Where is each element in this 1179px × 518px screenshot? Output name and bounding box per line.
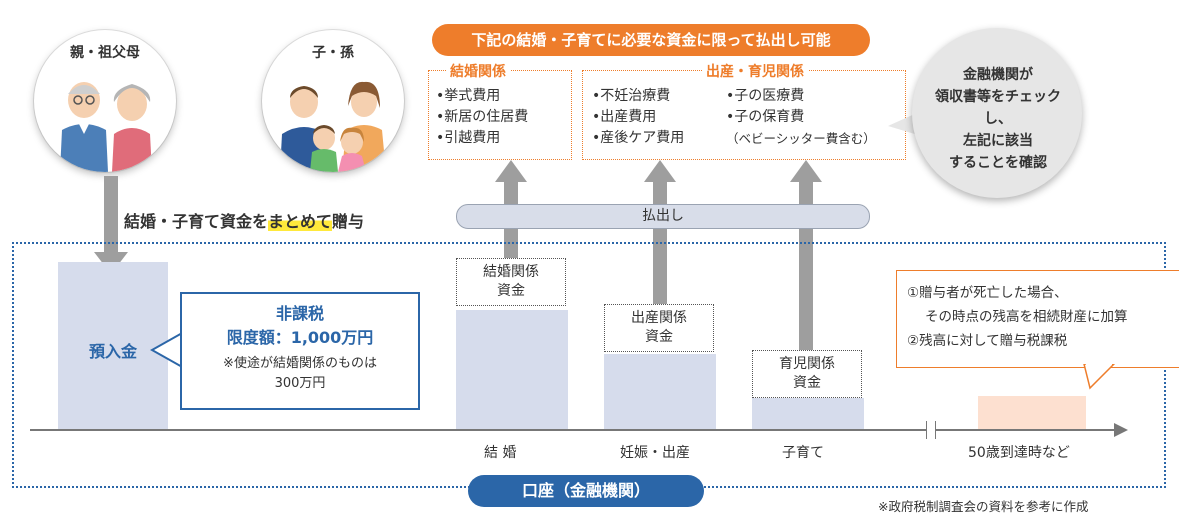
fund-label-line: 育児関係 [779,356,835,372]
source-note: ※政府税制調査会の資料を参考に作成 [878,499,1089,514]
axis-label-pregnancy-birth: 妊娠・出産 [620,445,690,461]
gift-arrow-shaft [104,176,118,254]
taxfree-note-line1: ※使途が結婚関係のものは [223,356,377,371]
childcare-expenses-col1: •不妊治療費 •出産費用 •産後ケア費用 [592,86,684,149]
fund-label-birth: 出産関係 資金 [604,304,714,352]
axis-label-marriage: 結 婚 [484,445,517,461]
fund-label-line: 結婚関係 [483,264,539,280]
notes-box: ①贈与者が死亡した場合、 その時点の残高を相続財産に加算 ②残高に対して贈与税課… [896,270,1179,368]
bank-speech-line: 領収書等をチェックし、 [935,89,1061,127]
withdraw-arrow-marriage-head [495,160,527,182]
taxfree-limit: 限度額：1,000万円 [226,328,374,347]
balance-bar-remaining [978,396,1086,430]
list-item: •新居の住居費 [436,109,529,125]
deposit-label: 預入金 [88,342,137,361]
taxfree-box: 非課税 限度額：1,000万円 ※使途が結婚関係のものは 300万円 [180,292,420,410]
fund-label-line: 資金 [497,283,525,299]
children-label: 子・孫 [312,45,354,61]
withdraw-arrow-childcare-head [790,160,822,182]
account-pill: 口座（金融機関） [468,475,704,507]
childcare-expenses-title: 出産・育児関係 [702,61,808,81]
grandparents-illustration [60,82,152,172]
deposit-bar [58,262,168,430]
list-item: •子の医療費 [726,88,805,104]
grandparents-circle: 親・祖父母 [34,30,176,172]
taxfree-title: 非課税 [275,304,324,323]
marriage-expenses-title: 結婚関係 [446,61,510,81]
list-item: •子の保育費 [726,109,805,125]
axis-label-age-50: 50歳到達時など [968,445,1070,461]
gift-text-suffix: 贈与 [332,212,365,231]
list-item: •引越費用 [436,130,501,146]
notes-box-tail [1083,364,1116,390]
fund-label-line: 出産関係 [631,310,687,326]
taxfree-note-line2: 300万円 [274,376,326,391]
notes-line: ②残高に対して贈与税課税 [907,333,1068,349]
list-item: •産後ケア費用 [592,130,685,146]
childcare-expenses-col2: •子の医療費 •子の保育費 （ベビーシッター費含む） [726,86,876,149]
balance-bar-birth [604,354,716,430]
timeline-axis-break [926,421,936,439]
gift-text-prefix: 結婚・子育て資金を [124,212,269,231]
fund-label-line: 資金 [793,375,821,391]
fund-label-marriage: 結婚関係 資金 [456,258,566,306]
bank-speech-line: 金融機関が [963,67,1033,83]
timeline-axis [30,429,1118,431]
gift-text: 結婚・子育て資金をまとめて贈与 [124,208,364,232]
usage-restriction-banner: 下記の結婚・子育てに必要な資金に限って払出し可能 [432,24,870,56]
children-circle: 子・孫 [262,30,404,172]
fund-label-line: 資金 [645,329,673,345]
bank-speech-text: 金融機関が 領収書等をチェックし、 左記に該当 することを確認 [924,64,1072,174]
gift-text-highlight: まとめて [268,212,333,231]
children-illustration [280,81,386,172]
taxfree-callout-pointer [150,330,184,370]
list-item: （ベビーシッター費含む） [726,131,876,146]
list-item: •出産費用 [592,109,657,125]
notes-line: その時点の残高を相続財産に加算 [925,309,1128,325]
notes-line: ①贈与者が死亡した場合、 [907,285,1068,301]
balance-bar-childcare [752,398,864,430]
payout-bar: 払出し [456,204,870,229]
grandparents-label: 親・祖父母 [70,45,140,61]
balance-bar-marriage [456,310,568,430]
marriage-expenses-list: •挙式費用 •新居の住居費 •引越費用 [436,86,528,149]
bank-speech-line: 左記に該当 [963,133,1033,149]
list-item: •不妊治療費 [592,88,671,104]
fund-label-childcare: 育児関係 資金 [752,350,862,398]
timeline-axis-arrowhead [1114,423,1128,437]
axis-label-childcare: 子育て [782,445,824,461]
list-item: •挙式費用 [436,88,501,104]
bank-speech-bubble [912,28,1082,198]
bank-speech-line: することを確認 [949,155,1047,171]
withdraw-arrow-birth-head [644,160,676,182]
